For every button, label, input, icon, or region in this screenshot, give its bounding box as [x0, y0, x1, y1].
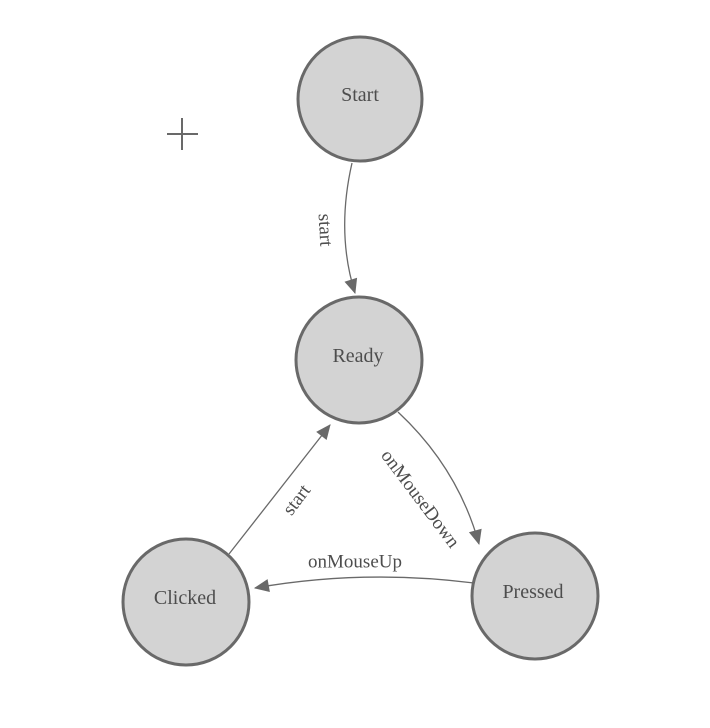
edge-label-ready-to-pressed: onMouseDown — [376, 446, 464, 553]
state-node-ready[interactable]: Ready — [294, 295, 424, 425]
state-node-pressed-label: Pressed — [502, 581, 563, 603]
edge-pressed-to-clicked[interactable] — [253, 576, 475, 593]
edge-label-clicked-to-ready: start — [279, 480, 316, 519]
state-node-clicked[interactable]: Clicked — [121, 537, 251, 667]
state-node-clicked-label: Clicked — [154, 587, 216, 609]
edge-label-pressed-to-clicked: onMouseUp — [308, 552, 402, 573]
state-node-start[interactable]: Start — [296, 35, 424, 163]
edge-ready-to-pressed[interactable] — [397, 411, 482, 546]
edge-clicked-to-ready[interactable] — [228, 424, 331, 555]
edge-start-to-ready[interactable] — [344, 162, 358, 295]
crosshair-icon — [167, 118, 198, 150]
state-node-start-label: Start — [341, 84, 379, 106]
state-node-pressed[interactable]: Pressed — [470, 531, 600, 661]
edge-label-start-to-ready: start — [314, 213, 337, 247]
state-node-ready-label: Ready — [332, 345, 383, 367]
